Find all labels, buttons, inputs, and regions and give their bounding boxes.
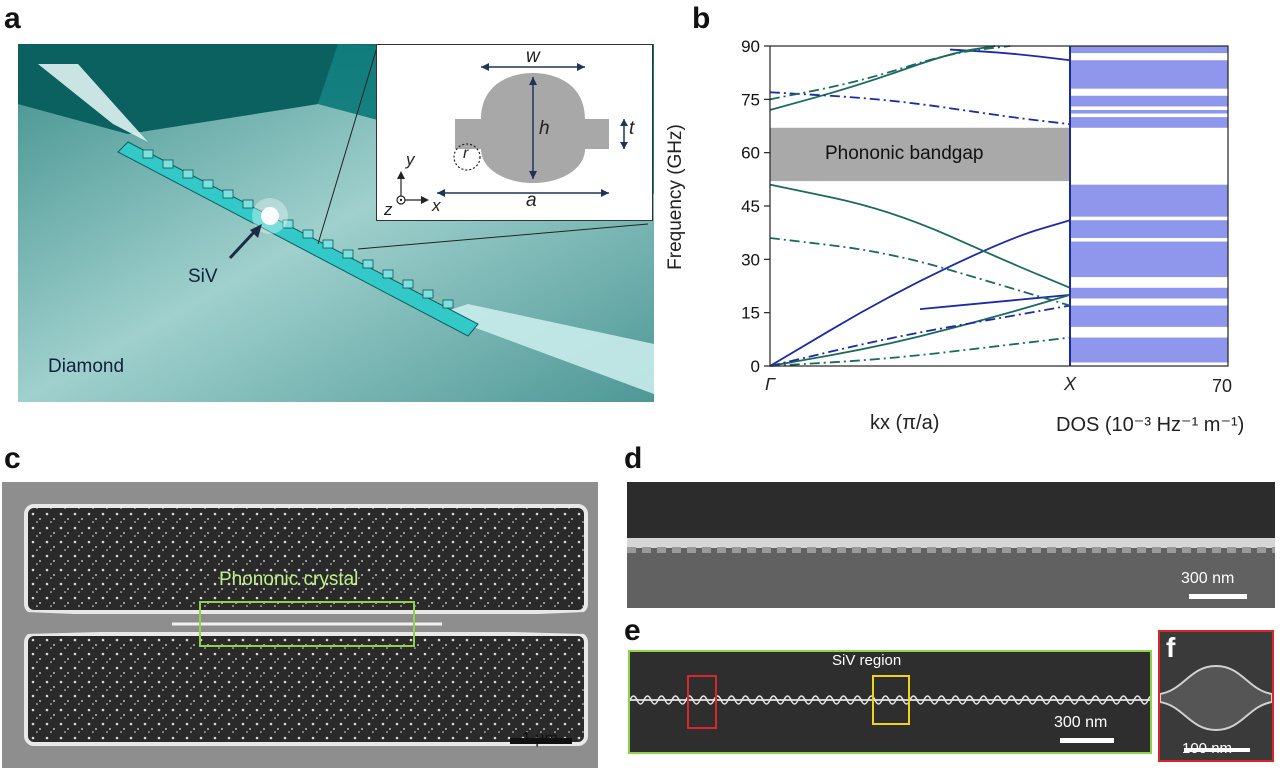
sem-suspended-beam	[24, 504, 588, 746]
dos-tick-end: 70	[1212, 376, 1233, 396]
phononic-bandgap-band	[770, 127, 1070, 182]
band-curve-0	[769, 219, 1071, 367]
band-curve-2	[949, 48, 1071, 62]
band-curve-8	[769, 237, 1071, 307]
dos-band-6	[1070, 117, 1228, 128]
x-tick-x: X	[1064, 374, 1077, 394]
y-tick-label-6: 90	[741, 37, 760, 56]
sem-beam-closeup	[627, 538, 1275, 608]
dos-band-8	[1070, 95, 1228, 107]
defect-label: SiV	[188, 266, 218, 287]
scalebar-f-label: 100 nm	[1182, 740, 1233, 757]
siv-region-label: SiV region	[832, 652, 902, 669]
dos-band-10	[1070, 46, 1228, 54]
y-tick-label-4: 60	[741, 144, 760, 163]
band-curve-4	[769, 294, 1071, 367]
scalebar-e-label: 300 nm	[1054, 714, 1108, 731]
dos-band-5	[1070, 184, 1228, 217]
sem-image-c	[2, 482, 598, 768]
y-tick-label-0: 0	[751, 357, 760, 376]
inset-label-r: r	[463, 145, 469, 162]
material-label: Diamond	[48, 356, 125, 377]
panel-label-e: e	[624, 614, 641, 647]
dos-band-4	[1070, 220, 1228, 238]
band-curves-group	[769, 45, 1071, 367]
band-curve-1	[919, 293, 1071, 311]
band-structure-chart: 0 15 30 45 60 75 90	[741, 37, 1229, 376]
unit-cell-inset	[376, 44, 653, 221]
band-curve-7	[769, 91, 1071, 126]
y-tick-label-5: 75	[741, 90, 760, 109]
band-curve-6	[769, 304, 1071, 367]
dos-fill-group	[1070, 46, 1228, 363]
panel-label-a: a	[4, 2, 21, 35]
inset-label-h: h	[539, 118, 550, 139]
sem-image-d	[627, 482, 1275, 608]
inset-label-a: a	[526, 190, 537, 211]
dos-band-3	[1070, 241, 1228, 278]
dos-band-1	[1070, 305, 1228, 327]
y-axis-title: Frequency (GHz)	[664, 124, 686, 270]
panel-label-b: b	[692, 2, 711, 35]
sem-crystal-region	[630, 675, 1150, 743]
y-tick-label-2: 30	[741, 250, 760, 269]
sem-image-e	[628, 650, 1152, 754]
x-axis-title: kx (π/a)	[870, 412, 940, 434]
scalebar-c-label: 1 µm	[522, 730, 558, 747]
panel-label-f: f	[1166, 632, 1176, 663]
band-curve-9	[769, 336, 1071, 367]
dos-band-7	[1070, 110, 1228, 114]
inset-label-w: w	[526, 46, 540, 67]
x-tick-gamma: Γ	[765, 374, 776, 394]
panel-label-c: c	[4, 442, 21, 475]
inset-axis-y: y	[406, 150, 415, 169]
inset-label-t: t	[629, 118, 635, 139]
dos-band-0	[1070, 337, 1228, 363]
band-curve-5	[769, 45, 996, 111]
unit-cell-diagram	[396, 63, 628, 205]
y-ticks-group: 0 15 30 45 60 75 90	[741, 37, 770, 376]
sem-unit-cell-closeup	[1160, 664, 1272, 752]
band-curve-3	[769, 183, 1071, 289]
dos-band-2	[1070, 287, 1228, 299]
y-tick-label-1: 15	[741, 304, 760, 323]
panel-label-d: d	[624, 442, 643, 475]
bandgap-label: Phononic bandgap	[825, 143, 984, 164]
crystal-label: Phononic crystal	[219, 569, 359, 590]
band-curve-10	[769, 45, 1011, 101]
y-tick-label-3: 45	[741, 197, 760, 216]
dos-axis-title: DOS (10⁻³ Hz⁻¹ m⁻¹)	[1056, 414, 1245, 436]
sem-image-f	[1158, 630, 1274, 762]
dos-band-9	[1070, 60, 1228, 89]
scalebar-d-label: 300 nm	[1181, 570, 1235, 587]
inset-axis-z: z	[384, 200, 393, 219]
inset-axis-x: x	[432, 196, 441, 215]
